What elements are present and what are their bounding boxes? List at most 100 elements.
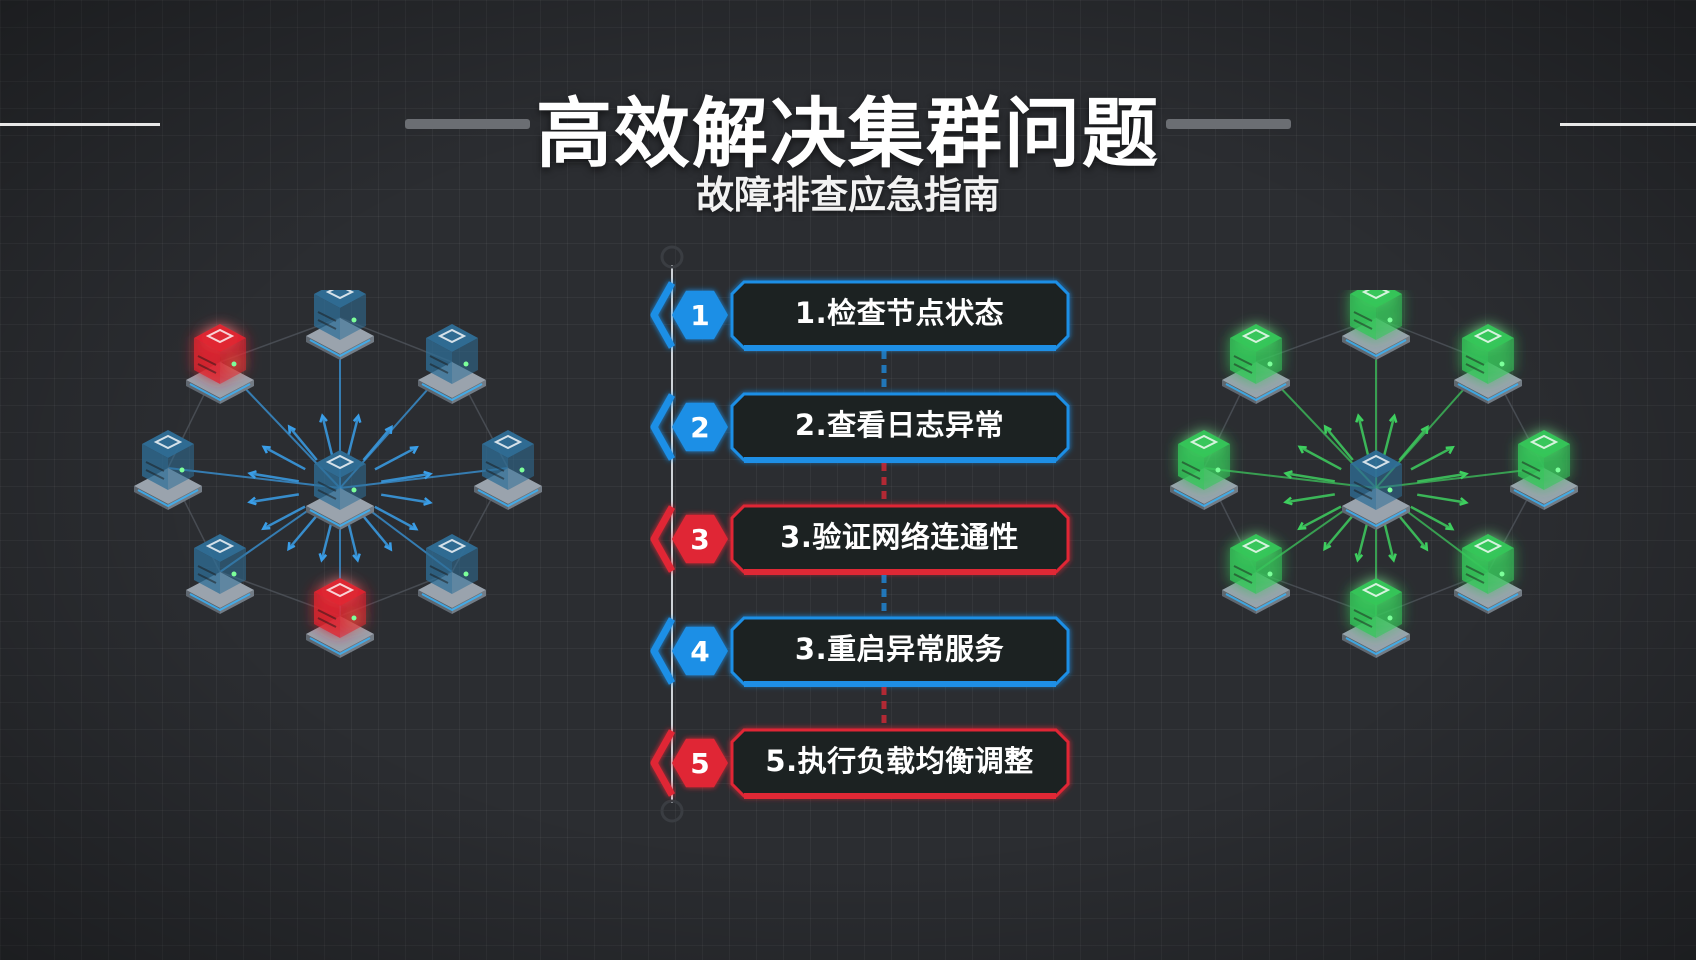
node-top-mark <box>1361 290 1391 300</box>
cluster-arrow-head <box>1420 542 1429 552</box>
cluster-arrow <box>1417 472 1467 483</box>
spine-top-ring <box>660 245 684 269</box>
node-base-light <box>309 637 371 656</box>
cluster-node <box>1170 430 1238 510</box>
step-chevron-icon <box>650 729 676 797</box>
cluster-arrow-head <box>1354 553 1364 563</box>
node-right <box>1376 592 1402 638</box>
cluster-hub <box>1342 450 1410 530</box>
cluster-arrow <box>249 472 299 483</box>
node-slot <box>429 355 449 366</box>
step-chevron-icon <box>650 281 676 349</box>
node-cube <box>1350 450 1402 510</box>
cluster-arrow-head <box>1388 413 1398 423</box>
step-number-badge <box>672 290 728 340</box>
node-slot <box>317 311 337 322</box>
cluster-arrow-head <box>352 553 361 563</box>
cluster-arrow-head <box>423 497 433 506</box>
node-led <box>231 571 237 577</box>
node-base-light <box>1225 593 1287 612</box>
cluster-link <box>1375 467 1545 489</box>
cluster-arrow <box>263 445 306 471</box>
node-base-light <box>1345 637 1407 656</box>
cluster-faulty <box>134 290 542 658</box>
step-label: 3.验证网络连通性 <box>780 520 1019 554</box>
node-right <box>452 548 478 594</box>
step-label: 3.重启异常服务 <box>794 632 1005 666</box>
cluster-node <box>186 534 254 614</box>
node-cube <box>194 324 246 384</box>
node-right <box>1488 338 1514 384</box>
step-number-badge <box>672 514 728 564</box>
cluster-arrow-head <box>423 470 433 480</box>
node-top-mark <box>1529 434 1559 450</box>
node-led <box>1267 361 1273 367</box>
cluster-arrow-head <box>384 542 393 552</box>
cluster-arrow <box>321 415 334 456</box>
page-title: 高效解决集群问题 <box>536 89 1160 178</box>
cluster-arrow <box>320 520 333 561</box>
node-right <box>168 444 194 490</box>
node-slot <box>1353 311 1373 322</box>
cluster-node <box>1342 290 1410 360</box>
node-right <box>1544 444 1570 490</box>
cluster-arrow-head <box>1323 541 1332 552</box>
node-right <box>340 294 366 340</box>
node-top-mark <box>153 434 183 450</box>
cluster-arrow-head <box>287 541 296 552</box>
node-base-light <box>189 593 251 612</box>
cluster-arrow-head <box>287 424 296 434</box>
cluster-arrow-head <box>247 496 257 506</box>
cluster-arrow <box>381 472 431 483</box>
node-top-mark <box>205 538 235 554</box>
node-led <box>463 571 469 577</box>
node-led <box>1387 317 1393 323</box>
cluster-arrow-head <box>409 445 419 455</box>
node-top-mark <box>1361 582 1391 598</box>
step-4 <box>650 616 1070 687</box>
cluster-arrow-head <box>1283 470 1293 479</box>
cluster-arrow <box>1285 472 1335 483</box>
node-slot <box>197 565 217 576</box>
node-base-light <box>1513 489 1575 508</box>
cluster-arrow <box>1410 505 1453 531</box>
node-top-mark <box>437 538 467 554</box>
cluster-arrow <box>288 425 318 461</box>
cluster-arrow <box>1383 415 1396 456</box>
node-base-light <box>1345 509 1407 528</box>
node-cube <box>426 534 478 594</box>
spine-bottom-ring <box>660 799 684 823</box>
cluster-arrow <box>1324 425 1354 461</box>
cluster-arrow <box>1299 445 1342 471</box>
node-cube <box>1462 534 1514 594</box>
node-top-mark <box>1361 454 1391 470</box>
node-led <box>1267 571 1273 577</box>
node-cube <box>314 450 366 510</box>
node-slot <box>485 469 505 480</box>
cluster-arrow <box>1417 493 1467 504</box>
node-cube <box>1230 534 1282 594</box>
node-base-light <box>309 339 371 358</box>
node-top-mark <box>1473 328 1503 344</box>
node-cube <box>1350 290 1402 340</box>
step-label: 5.执行负载均衡调整 <box>765 744 1034 778</box>
step-3 <box>650 504 1070 575</box>
node-cube <box>314 290 366 340</box>
cluster-arrow <box>1382 520 1395 561</box>
cluster-arrow <box>362 426 393 461</box>
cluster-arrow <box>1356 520 1369 561</box>
node-slot <box>429 363 449 374</box>
cluster-node <box>1454 534 1522 614</box>
node-slot <box>145 461 165 472</box>
step-1 <box>650 280 1070 351</box>
cluster-node <box>1222 534 1290 614</box>
cluster-node <box>1510 430 1578 510</box>
cluster-healthy <box>1170 290 1578 658</box>
cluster-arrow <box>1398 426 1429 461</box>
node-slot <box>429 573 449 584</box>
node-led <box>1387 487 1393 493</box>
step-number: 5 <box>690 747 710 780</box>
node-base-light <box>1457 383 1519 402</box>
title-rule-right-gray <box>1166 119 1291 129</box>
node-base-light <box>1345 339 1407 358</box>
